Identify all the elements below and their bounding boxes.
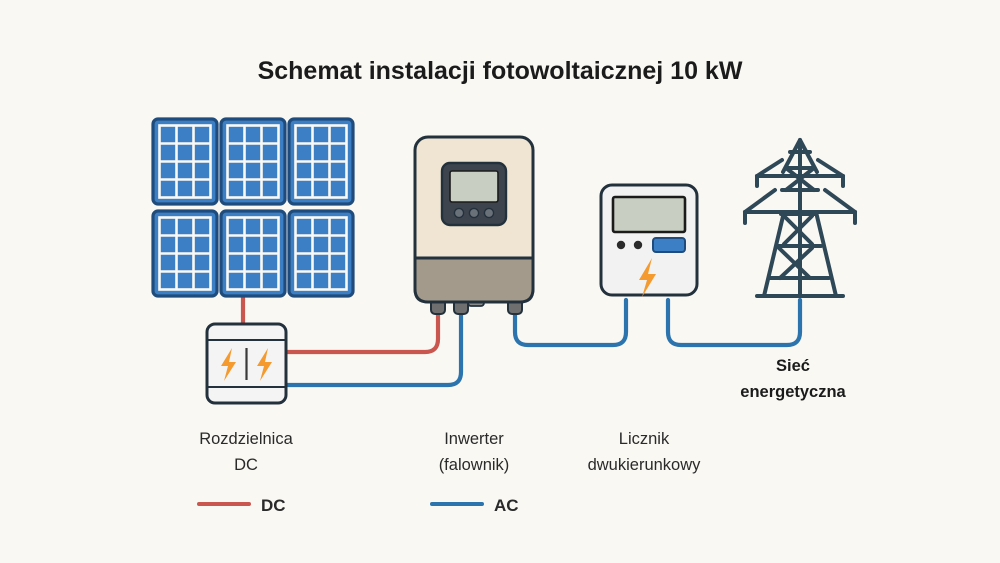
bidirectional-meter[interactable] [599, 183, 699, 297]
lightning-bolt-icon [221, 348, 236, 381]
solar-panel[interactable] [219, 117, 287, 206]
power-grid-pylon[interactable] [743, 138, 857, 298]
meter-status-badge [652, 237, 686, 253]
label-meter-line1: Licznik [619, 430, 670, 448]
inverter-lcd-screen [449, 170, 499, 203]
component-labels: Rozdzielnica DC Inwerter (falownik) Licz… [199, 357, 846, 474]
solar-panel[interactable] [287, 209, 355, 298]
label-grid-line1: Sieć [776, 357, 810, 375]
label-combiner-line1: Rozdzielnica [199, 430, 293, 448]
inverter-display[interactable] [440, 161, 508, 227]
meter-indicator-dot [616, 240, 626, 250]
inverter-button[interactable] [468, 207, 480, 219]
meter-indicator-dot [633, 240, 643, 250]
page-title: Schemat instalacji fotowoltaicznej 10 kW [258, 57, 743, 85]
label-combiner-line2: DC [234, 456, 258, 474]
meter-lcd-screen [611, 195, 687, 234]
lightning-bolt-icon [257, 348, 272, 381]
legend: DC AC [197, 496, 519, 515]
inverter-button[interactable] [453, 207, 465, 219]
cable-meter-to-grid-ac [665, 297, 803, 348]
inverter-base-panel [413, 256, 535, 304]
legend-label-dc: DC [261, 496, 286, 515]
label-grid-line2: energetyczna [740, 383, 846, 401]
solar-panel[interactable] [219, 209, 287, 298]
label-meter-line2: dwukierunkowy [588, 456, 702, 474]
solar-panel[interactable] [151, 117, 219, 206]
solar-panel[interactable] [287, 117, 355, 206]
legend-label-ac: AC [494, 496, 519, 515]
inverter[interactable] [413, 135, 535, 315]
cable-combiner-to-inverter-dc [283, 309, 441, 355]
solar-panel[interactable] [151, 209, 219, 298]
cable-layer [240, 285, 803, 388]
solar-panel-array[interactable] [151, 117, 355, 298]
cable-inverter-to-meter-ac [512, 297, 629, 348]
inverter-button[interactable] [483, 207, 495, 219]
legend-item-ac: AC [430, 496, 519, 515]
cable-combiner-to-inverter-ac [283, 309, 464, 388]
dc-combiner-box[interactable] [205, 322, 288, 405]
label-inverter-line2: (falownik) [439, 456, 510, 474]
legend-item-dc: DC [197, 496, 286, 515]
label-inverter-line1: Inwerter [444, 430, 504, 448]
lightning-bolt-icon [639, 258, 656, 297]
